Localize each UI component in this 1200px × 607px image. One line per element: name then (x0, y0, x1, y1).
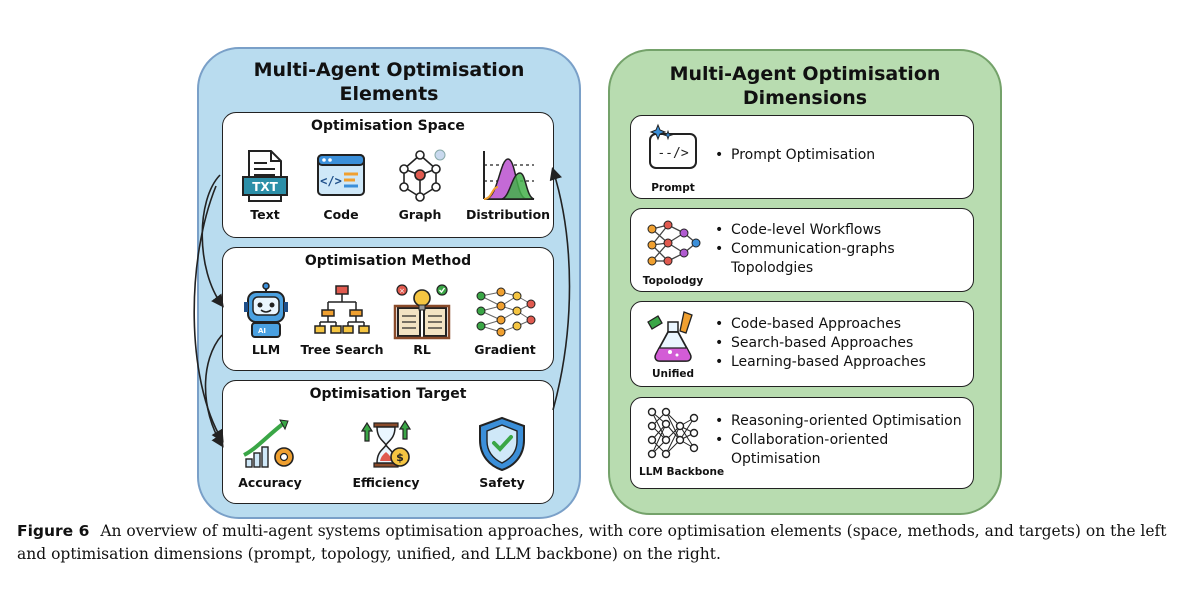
svg-text:</>: </> (320, 174, 342, 188)
flask-icon (647, 311, 693, 362)
text-label: Text (250, 207, 280, 222)
bullet-learning-based-approaches: Learning-based Approaches (713, 353, 926, 372)
txt-badge: TXT (252, 180, 278, 194)
prompt-bullets: Prompt Optimisation (713, 146, 875, 165)
gradient-item: Gradient (460, 282, 550, 357)
bullet-code-level-workflows: Code-level Workflows (713, 221, 895, 240)
book-lightbulb-icon: × (393, 284, 451, 340)
bullet-search-based-approaches: Search-based Approaches (713, 334, 926, 353)
ai-badge: AI (258, 327, 266, 335)
optimisation-method-title: Optimisation Method (304, 253, 472, 269)
tree-search-icon (314, 285, 370, 334)
bullet-prompt-optimisation: Prompt Optimisation (713, 146, 875, 165)
dimensions-panel-title: Multi-Agent Optimisation Dimensions (610, 62, 1000, 110)
code-window-icon: </> (317, 154, 365, 196)
svg-text:$: $ (396, 451, 404, 464)
llm-backbone-dimension-icon-group: LLM Backbone (639, 404, 725, 478)
unified-dimension-icon-group: Unified (639, 308, 707, 380)
gradient-label: Gradient (474, 342, 536, 357)
shield-check-icon (479, 416, 525, 472)
topology-bullets: Code-level Workflows Communication-graph… (713, 221, 895, 278)
tree-search-label: Tree Search (300, 342, 384, 357)
topology-icon (647, 220, 701, 266)
unified-dimension-label: Unified (651, 368, 695, 380)
bullet-collaboration-oriented: Collaboration-oriented (713, 431, 962, 450)
elements-panel-title: Multi-Agent Optimisation Elements (199, 58, 579, 106)
code-item: </> Code (296, 147, 386, 222)
figure-caption: Figure 6 An overview of multi-agent syst… (17, 520, 1187, 566)
optimisation-method-box: Optimisation Method AI LLM (222, 247, 554, 371)
bullet-code-based-approaches: Code-based Approaches (713, 315, 926, 334)
llm-label: LLM (251, 342, 281, 357)
graph-item: Graph (375, 147, 465, 222)
safety-item: Safety (457, 415, 547, 490)
text-file-icon: TXT (242, 150, 288, 202)
efficiency-item: $ Efficiency (341, 415, 431, 490)
rl-label: RL (413, 342, 431, 357)
svg-text:×: × (399, 287, 405, 295)
prompt-icon: --/> (649, 123, 697, 169)
arrow-space-to-method (201, 174, 224, 308)
tree-search-item: Tree Search (297, 282, 387, 357)
unified-bullets: Code-based Approaches Search-based Appro… (713, 315, 926, 372)
topology-dimension-box: Topolodgy Code-level Workflows Communica… (630, 208, 974, 292)
dimensions-panel: Multi-Agent Optimisation Dimensions --/>… (608, 49, 1002, 515)
code-label: Code (323, 207, 359, 222)
figure-label: Figure 6 (17, 522, 90, 540)
bullet-reasoning-oriented: Reasoning-oriented Optimisation (713, 412, 962, 431)
topology-dimension-label: Topolodgy (642, 275, 704, 287)
llm-item: AI LLM (221, 282, 311, 357)
llm-backbone-dimension-label: LLM Backbone (639, 466, 725, 478)
accuracy-item: Accuracy (225, 415, 315, 490)
prompt-dimension-box: --/> Prompt Prompt Optimisation (630, 115, 974, 199)
bullet-optimisation-continuation: Optimisation (731, 451, 821, 467)
graph-label: Graph (398, 207, 442, 222)
arrow-space-to-target (193, 185, 224, 443)
svg-text:--/>: --/> (657, 146, 688, 161)
llm-backbone-bullets: Reasoning-oriented Optimisation Collabor… (713, 412, 962, 469)
distribution-item: Distribution (463, 147, 553, 222)
rl-item: × RL (377, 282, 467, 357)
accuracy-label: Accuracy (238, 475, 302, 490)
dimensions-title-line1: Multi-Agent Optimisation (669, 63, 941, 85)
arrow-method-to-target (204, 334, 224, 448)
bullet-topolodgies-continuation: Topolodgies (731, 260, 814, 276)
hourglass-coin-icon: $ (360, 419, 412, 468)
distribution-label: Distribution (465, 207, 551, 222)
dimensions-title-line2: Dimensions (742, 87, 868, 109)
bullet-communication-graphs: Communication-graphs (713, 240, 895, 259)
efficiency-label: Efficiency (352, 475, 420, 490)
topology-dimension-icon-group: Topolodgy (639, 215, 707, 287)
prompt-dimension-icon-group: --/> Prompt (639, 122, 707, 194)
optimisation-space-title: Optimisation Space (311, 118, 465, 134)
safety-label: Safety (479, 475, 525, 490)
prompt-dimension-label: Prompt (651, 182, 695, 194)
neural-network-icon (476, 287, 536, 337)
arrow-target-to-space (549, 166, 571, 411)
caption-text: An overview of multi-agent systems optim… (17, 522, 1167, 563)
elements-title-line2: Elements (339, 83, 439, 105)
optimisation-target-title: Optimisation Target (309, 386, 467, 402)
robot-icon: AI (244, 282, 288, 338)
llm-backbone-icon (647, 407, 699, 459)
growth-chart-icon (243, 419, 294, 468)
text-item: TXT Text (220, 147, 310, 222)
distribution-chart-icon (483, 151, 535, 200)
graph-icon (399, 149, 446, 202)
elements-title-line1: Multi-Agent Optimisation (253, 59, 525, 81)
unified-dimension-box: Unified Code-based Approaches Search-bas… (630, 301, 974, 387)
elements-panel: Multi-Agent Optimisation Elements Optimi… (197, 47, 581, 519)
llm-backbone-dimension-box: LLM Backbone Reasoning-oriented Optimisa… (630, 397, 974, 489)
optimisation-target-box: Optimisation Target Accuracy (222, 380, 554, 504)
